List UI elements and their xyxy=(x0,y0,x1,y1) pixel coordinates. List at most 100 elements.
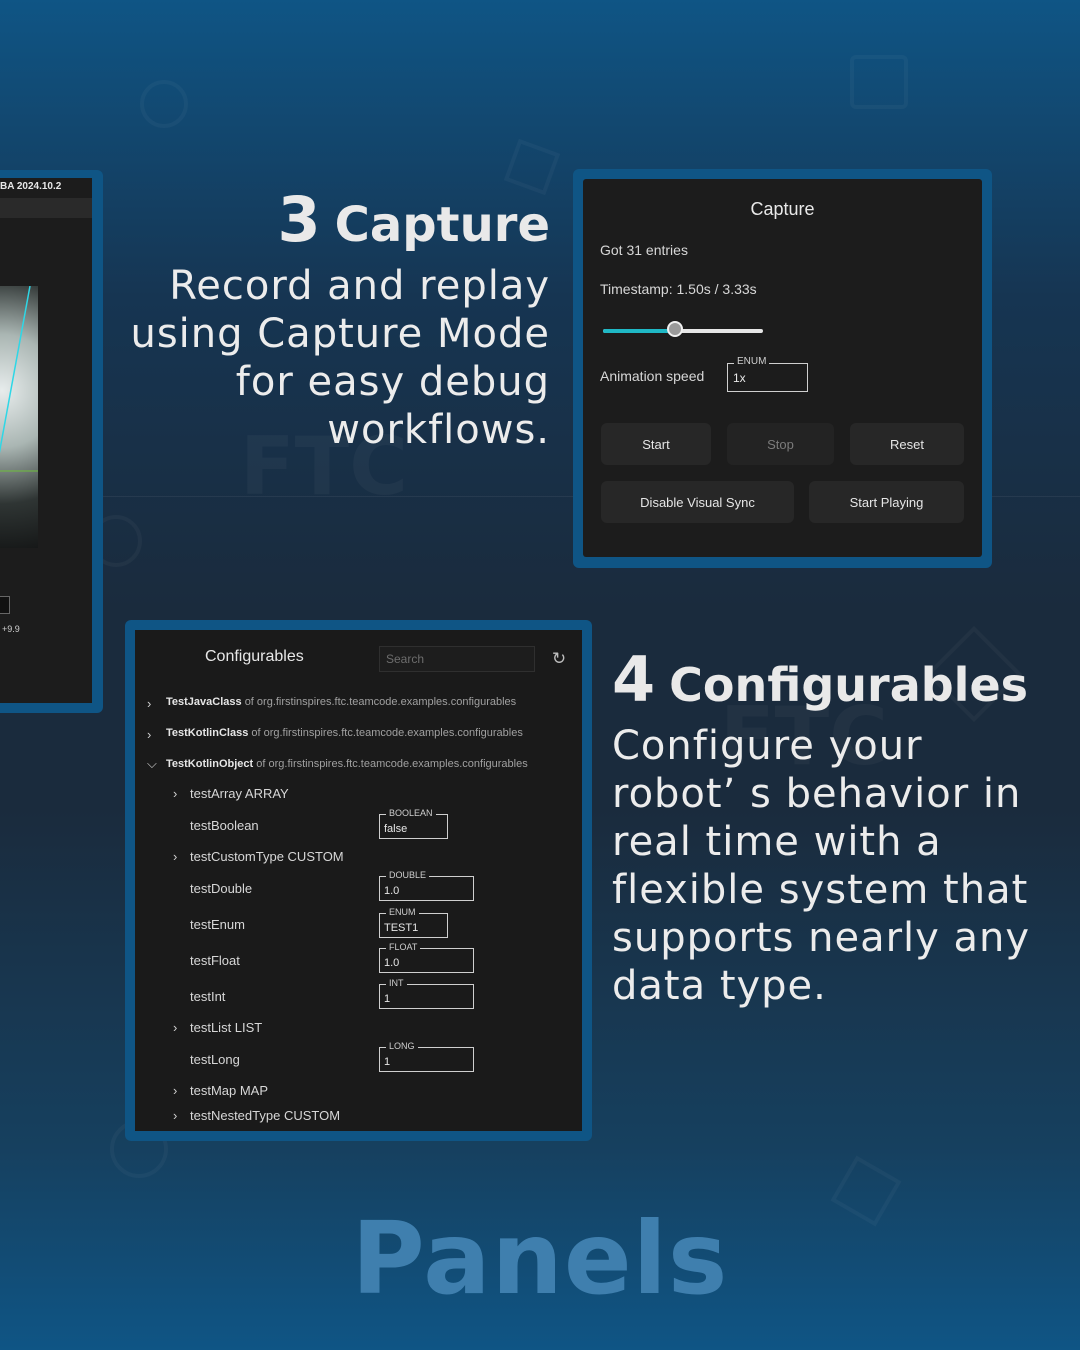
chevron-right-icon: › xyxy=(147,696,152,711)
stop-button[interactable]: Stop xyxy=(727,423,834,465)
slider-fill xyxy=(603,329,675,333)
field-name: testMap MAP xyxy=(190,1083,269,1098)
start-playing-button[interactable]: Start Playing xyxy=(809,481,964,523)
field-type-label: FLOAT xyxy=(386,942,421,953)
field-row[interactable]: › testList LIST xyxy=(173,1020,262,1035)
capture-description-line: for easy debug xyxy=(235,359,550,405)
chevron-right-icon: › xyxy=(173,849,178,864)
left-panel-value: +9.9 xyxy=(2,624,20,634)
timestamp-label: Timestamp: 1.50s / 3.33s xyxy=(600,281,757,297)
capture-panel-title: Capture xyxy=(750,199,815,219)
animation-speed-select[interactable]: ENUM 1x xyxy=(727,356,808,392)
field-row[interactable]: › testMap MAP xyxy=(173,1083,268,1098)
animation-speed-label: Animation speed xyxy=(600,368,705,384)
long-field[interactable]: LONG 1 xyxy=(379,1041,474,1072)
configurables-description-line: robot’ s behavior in xyxy=(612,771,1022,817)
configurables-description-line: Configure your xyxy=(612,723,923,769)
chevron-down-icon: ⌵ xyxy=(147,756,157,771)
class-package: of org.firstinspires.ftc.teamcode.exampl… xyxy=(256,758,528,770)
background-triangle xyxy=(850,55,908,109)
class-package: of org.firstinspires.ftc.teamcode.exampl… xyxy=(251,727,523,739)
footer-title: Panels xyxy=(351,1200,729,1317)
field-value: 1.0 xyxy=(384,957,400,969)
configurables-description-line: real time with a xyxy=(612,819,942,865)
capture-title: Capture xyxy=(334,197,550,253)
left-panel-toolbar xyxy=(0,198,92,218)
field-name: testDouble xyxy=(190,881,253,896)
capture-description-line: workflows. xyxy=(327,407,550,453)
left-panel-input[interactable] xyxy=(0,596,10,614)
field-name: testInt xyxy=(190,989,226,1004)
capture-panel-frame: Capture Got 31 entries Timestamp: 1.50s … xyxy=(573,169,992,568)
left-panel-frame: BA 2024.10.2 +9.9 xyxy=(0,170,103,713)
field-type-label: INT xyxy=(386,978,407,989)
chevron-right-icon: › xyxy=(173,786,178,801)
disable-visual-sync-button[interactable]: Disable Visual Sync xyxy=(601,481,794,523)
chevron-right-icon: › xyxy=(147,727,152,742)
field-value: TEST1 xyxy=(384,922,419,934)
start-button[interactable]: Start xyxy=(601,423,711,465)
capture-description-line: Record and replay xyxy=(169,263,550,309)
chevron-right-icon: › xyxy=(173,1108,178,1123)
configurables-title: Configurables xyxy=(669,658,1029,712)
field-type-label: LONG xyxy=(386,1041,418,1052)
configurables-description: Configure your robot’ s behavior in real… xyxy=(612,722,1052,1010)
field-row[interactable]: › testNestedType CUSTOM xyxy=(173,1108,340,1123)
double-field[interactable]: DOUBLE 1.0 xyxy=(379,870,474,901)
reset-icon[interactable]: ↻ xyxy=(551,649,567,668)
left-panel: BA 2024.10.2 +9.9 xyxy=(0,178,92,703)
chevron-right-icon: › xyxy=(173,1083,178,1098)
configurables-panel-title: Configurables xyxy=(205,648,304,665)
class-row[interactable]: ⌵ TestKotlinObject of org.firstinspires.… xyxy=(147,756,528,771)
class-package: of org.firstinspires.ftc.teamcode.exampl… xyxy=(244,696,517,708)
enum-field[interactable]: ENUM TEST1 xyxy=(379,907,448,938)
field-value: 1.0 xyxy=(384,885,400,897)
int-field[interactable]: INT 1 xyxy=(379,978,474,1009)
configurables-description-line: data type. xyxy=(612,963,827,1009)
chevron-right-icon: › xyxy=(173,1020,178,1035)
capture-panel: Capture Got 31 entries Timestamp: 1.50s … xyxy=(583,179,982,557)
search-input[interactable]: Search xyxy=(379,646,535,672)
capture-number: 3 xyxy=(277,183,321,256)
field-type-label: DOUBLE xyxy=(386,870,430,881)
timestamp-slider[interactable] xyxy=(603,321,763,337)
configurables-panel: Configurables Search ↻ › TestJavaClass o… xyxy=(135,630,582,1131)
field-name: testNestedType CUSTOM xyxy=(190,1108,341,1123)
field-type-label: ENUM xyxy=(386,907,419,918)
class-name: TestKotlinClass xyxy=(166,727,249,739)
boolean-field[interactable]: BOOLEAN false xyxy=(379,808,448,839)
float-field[interactable]: FLOAT 1.0 xyxy=(379,942,474,973)
class-name: TestJavaClass xyxy=(166,696,242,708)
camera-feed-image xyxy=(0,286,38,548)
field-row[interactable]: › testArray ARRAY xyxy=(173,786,289,801)
background-circle xyxy=(140,80,188,128)
entries-count: Got 31 entries xyxy=(600,242,688,258)
field-type-label: BOOLEAN xyxy=(386,808,436,819)
class-row[interactable]: › TestJavaClass of org.firstinspires.ftc… xyxy=(147,696,517,711)
field-name: testCustomType CUSTOM xyxy=(190,849,344,864)
capture-description-line: using Capture Mode xyxy=(130,311,550,357)
configurables-description-line: supports nearly any xyxy=(612,915,1031,961)
field-name: testBoolean xyxy=(190,818,259,833)
configurables-description-line: flexible system that xyxy=(612,867,1029,913)
field-value: 1 xyxy=(384,1056,391,1068)
reset-button[interactable]: Reset xyxy=(850,423,964,465)
field-type-label: ENUM xyxy=(734,356,770,368)
field-name: testList LIST xyxy=(190,1020,263,1035)
field-value: 1x xyxy=(733,371,746,385)
camera-overlay-lines xyxy=(0,286,38,472)
slider-thumb[interactable] xyxy=(667,321,683,337)
class-name: TestKotlinObject xyxy=(166,758,254,770)
configurables-number: 4 xyxy=(612,643,656,716)
class-row[interactable]: › TestKotlinClass of org.firstinspires.f… xyxy=(147,727,523,742)
capture-description: Record and replay using Capture Mode for… xyxy=(130,262,550,454)
field-name: testArray ARRAY xyxy=(190,786,289,801)
field-row[interactable]: › testCustomType CUSTOM xyxy=(173,849,344,864)
field-name: testFloat xyxy=(190,953,240,968)
field-value: false xyxy=(384,823,408,835)
configurables-panel-frame: Configurables Search ↻ › TestJavaClass o… xyxy=(125,620,592,1141)
left-panel-title: BA 2024.10.2 xyxy=(0,181,62,192)
field-name: testLong xyxy=(190,1052,240,1067)
